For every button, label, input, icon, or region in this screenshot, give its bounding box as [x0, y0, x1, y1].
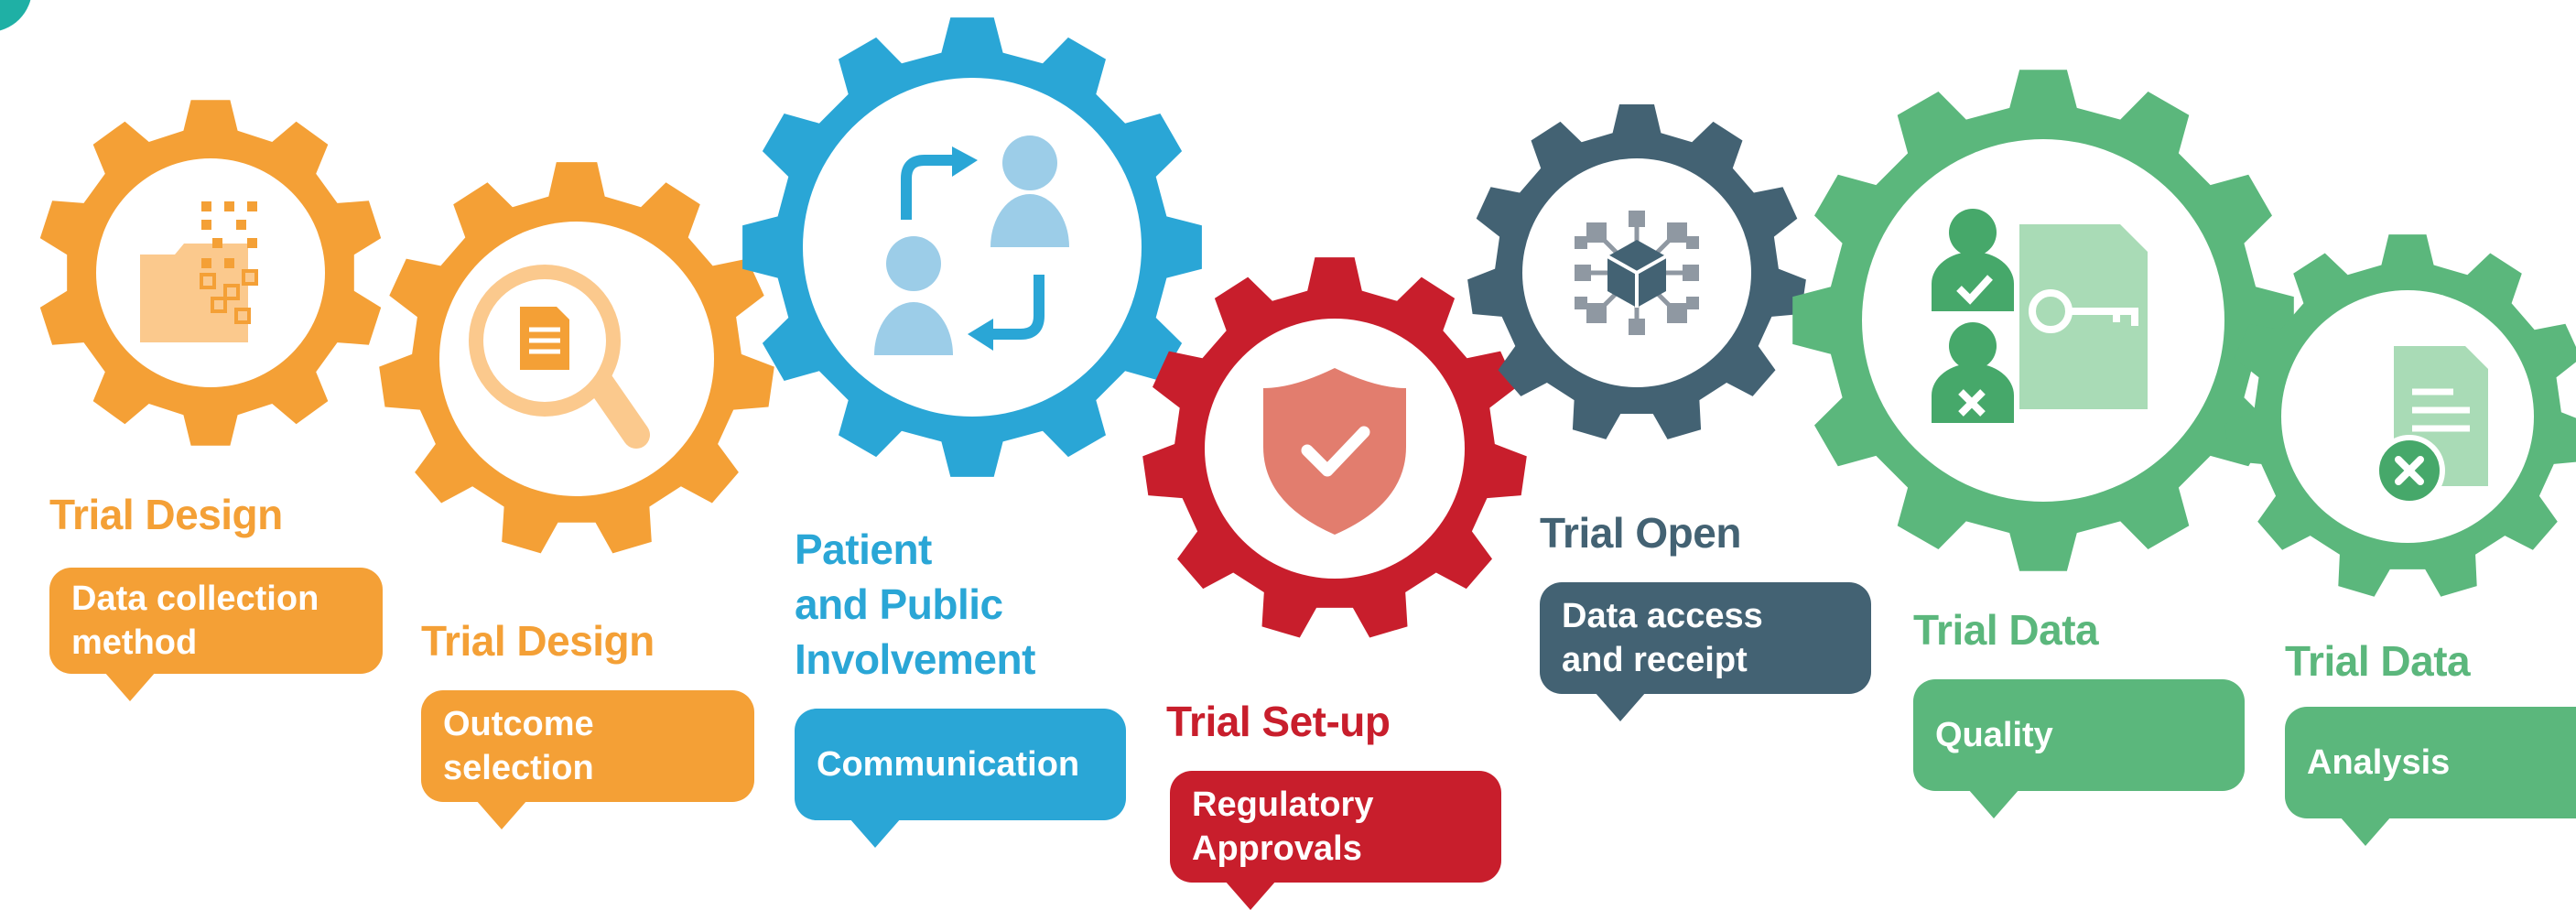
stage-3-label-bubble: Communication	[795, 709, 1126, 848]
folder-data-icon	[140, 201, 258, 342]
stage-6-label-bubble: Quality	[1913, 679, 2245, 818]
gear-trial-data-analysis	[2224, 234, 2576, 597]
stage-5-title: Trial Open	[1540, 509, 1741, 557]
stage-2-label: Outcome selection	[443, 705, 594, 787]
stage-2-title: Trial Design	[421, 617, 655, 665]
stage-6-label: Quality	[1935, 716, 2053, 754]
stage-7-label-bubble: Analysis	[2285, 707, 2576, 846]
stage-7-title: Trial Data	[2285, 637, 2471, 685]
gear-trial-setup	[1142, 257, 1527, 638]
stage-3-label: Communication	[817, 745, 1080, 784]
stage-7-label: Analysis	[2307, 743, 2451, 782]
person-check-key-icon	[1932, 209, 2148, 423]
stage-6-title: Trial Data	[1913, 606, 2099, 654]
document-search-icon	[469, 265, 650, 449]
gear-patient-public-involvement	[742, 17, 1202, 477]
shield-check-icon	[1263, 368, 1406, 535]
stage-5-label-bubble: Data access and receipt	[1540, 582, 1871, 721]
stage-3-title: Patient and Public Involvement	[795, 525, 1035, 683]
stage-2-label-bubble: Outcome selection	[421, 690, 754, 829]
gear-trial-design-data-collection	[39, 100, 382, 446]
network-cube-icon	[1575, 211, 1699, 335]
stage-4-label: Regulatory Approvals	[1192, 785, 1374, 868]
stage-1-title: Trial Design	[49, 491, 283, 538]
people-exchange-icon	[874, 135, 1069, 355]
stage-4-label-bubble: Regulatory Approvals	[1170, 771, 1501, 910]
document-cancel-icon	[2374, 346, 2488, 506]
gear-trial-open	[1467, 104, 1806, 439]
stage-4-title: Trial Set-up	[1166, 698, 1391, 745]
stage-5-label: Data access and receipt	[1562, 597, 1763, 679]
gear-trial-design-outcome	[379, 162, 774, 554]
stage-1-label-bubble: Data collection method	[49, 568, 383, 701]
stage-1-label: Data collection method	[71, 580, 319, 662]
gear-trial-data-quality	[1792, 70, 2294, 571]
